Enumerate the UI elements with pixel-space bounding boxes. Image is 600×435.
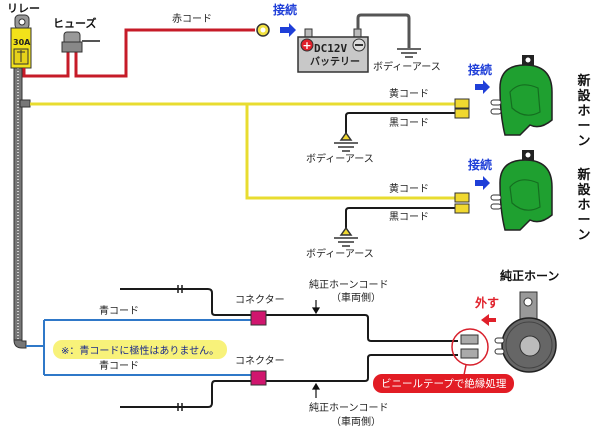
ground-horn1-icon: [334, 131, 358, 152]
new-horn-1-icon: [490, 55, 553, 136]
break-mark-icons: [177, 285, 183, 411]
yellow-wire: [30, 102, 455, 200]
pointer-arrows: [311, 300, 321, 398]
red-wire: [22, 28, 255, 78]
relay: [10, 14, 32, 69]
black-wire: [345, 112, 455, 230]
connector-bottom-label: コネクター: [235, 356, 285, 367]
oem-cord-top-line2: （車両側）: [331, 293, 381, 304]
oem-cord-bottom-line1: 純正ホーンコード: [309, 403, 389, 414]
connector-top: [250, 310, 267, 326]
fuse: [61, 31, 100, 53]
oem-cord-black: [120, 288, 458, 408]
fuse-label: ヒューズ: [53, 17, 97, 30]
connect-battery-label: 接続: [273, 3, 298, 17]
horn1-connectors: [454, 98, 470, 214]
horn2-black-cord-label: 黒コード: [389, 212, 429, 223]
svg-text:+: +: [302, 39, 311, 52]
ring-terminal-hole: [260, 27, 266, 33]
new-horn-2-title: 新設ホーン: [577, 168, 591, 243]
ground-battery-icon: [397, 48, 421, 58]
blue-cord-top-label: 青コード: [99, 306, 139, 317]
oem-horn-icon: [494, 291, 557, 373]
connector-bottom: [250, 370, 267, 386]
ground-horn2-icon: [334, 226, 358, 247]
relay-label: リレー: [7, 2, 40, 15]
relay-rating: 30A: [13, 38, 31, 47]
oem-cord-bottom-line2: （車両側）: [331, 417, 381, 428]
arrow-right-icon: [280, 23, 296, 37]
blue-wire: [26, 319, 252, 376]
blue-cord-polarity-note: ※：青コードに極性はありません。: [53, 340, 228, 359]
connector-top-label: コネクター: [235, 295, 285, 306]
plus-terminal-icon: [300, 38, 314, 52]
insulate-note: ビニールテープで絶縁処理: [373, 374, 515, 393]
oem-horn-title: 純正ホーン: [500, 269, 560, 283]
arrow-left-icon: [481, 314, 496, 326]
battery-label: バッテリー: [310, 57, 360, 68]
oem-plug: [460, 334, 479, 345]
oem-plug: [460, 348, 479, 359]
horn2-yellow-cord-label: 黄コード: [389, 184, 429, 195]
battery: +: [297, 28, 369, 73]
connect-horn1-label: 接続: [468, 63, 493, 77]
horn1-ground-label: ボディーアース: [306, 154, 374, 165]
horn2-ground-label: ボディーアース: [306, 249, 374, 260]
red-cord-label: 赤コード: [172, 14, 212, 25]
new-horn-2-icon: [490, 150, 553, 231]
ground-battery-label: ボディーアース: [373, 62, 441, 73]
insulate-highlight-circle: [451, 328, 489, 366]
horn1-yellow-cord-label: 黄コード: [389, 89, 429, 100]
oem-cord-top-line1: 純正ホーンコード: [309, 280, 389, 291]
ground-wire: [356, 13, 411, 48]
horn1-black-cord-label: 黒コード: [389, 118, 429, 129]
corrugated-tube: [13, 64, 31, 349]
blue-cord-bottom-label: 青コード: [99, 361, 139, 372]
connect-horn2-label: 接続: [468, 158, 493, 172]
arrow-right-icon: [475, 80, 490, 94]
arrow-right-icon: [475, 176, 490, 190]
battery-voltage: DC12V: [314, 42, 348, 55]
remove-label: 外す: [475, 296, 500, 310]
callout-line: [463, 364, 467, 376]
new-horn-1-title: 新設ホーン: [577, 74, 591, 149]
